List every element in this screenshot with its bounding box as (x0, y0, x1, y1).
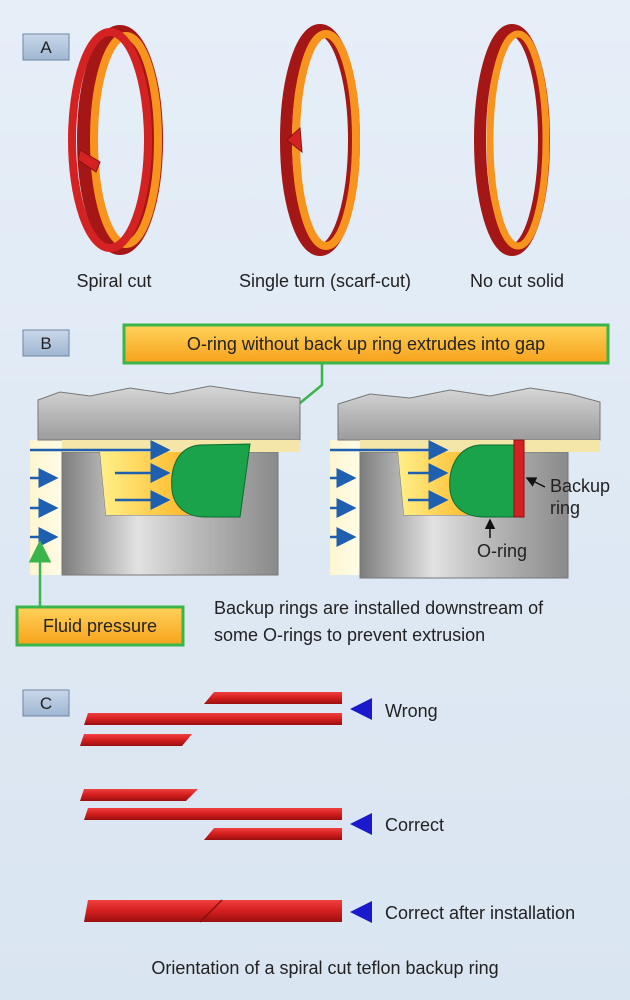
label-oring: O-ring (477, 541, 527, 561)
label-no-cut-solid: No cut solid (470, 271, 564, 291)
label-wrong: Wrong (385, 701, 438, 721)
left-oring-icon (171, 443, 251, 518)
label-backup: Backup (550, 476, 610, 496)
section-c-tag: C (22, 689, 70, 717)
callout-extrusion-text: O-ring without back up ring extrudes int… (187, 334, 545, 354)
section-c-tag-text: C (40, 694, 52, 713)
label-spiral-cut: Spiral cut (76, 271, 151, 291)
marker-wrong-icon (350, 698, 372, 720)
callout-fluid-pressure-text: Fluid pressure (43, 616, 157, 636)
spiral-cut-ring-icon (68, 25, 163, 255)
marker-after-install-icon (350, 901, 372, 923)
callout-fluid-pressure: Fluid pressure (15, 605, 185, 647)
section-b-tag: B (22, 329, 70, 357)
label-correct: Correct (385, 815, 444, 835)
caption-b-line-2: some O-rings to prevent extrusion (214, 625, 485, 645)
section-b: B O-ring without back up ring extrudes i… (15, 323, 610, 647)
caption-b-line-1: Backup rings are installed downstream of (214, 598, 544, 618)
scarf-cut-ring-icon (280, 24, 360, 256)
section-a: A Spiral cut Single turn (scarf-cut) No … (22, 24, 564, 291)
callout-extrusion: O-ring without back up ring extrudes int… (122, 323, 610, 365)
left-assembly (30, 385, 301, 576)
label-scarf-cut: Single turn (scarf-cut) (239, 271, 411, 291)
right-oring-icon (449, 444, 515, 518)
solid-ring-icon (474, 24, 550, 256)
caption-c: Orientation of a spiral cut teflon backu… (151, 958, 498, 978)
backup-ring-icon (513, 439, 525, 518)
right-assembly: Backup ring O-ring (330, 387, 610, 579)
section-c: C Wrong Correct Correct after installati… (22, 689, 575, 978)
strip-after-install (84, 899, 342, 923)
label-backup-ring: ring (550, 498, 580, 518)
strip-wrong (80, 692, 342, 746)
section-b-tag-text: B (40, 334, 51, 353)
marker-correct-icon (350, 813, 372, 835)
strip-correct (80, 789, 342, 840)
label-correct-after-installation: Correct after installation (385, 903, 575, 923)
section-a-tag: A (22, 33, 70, 61)
section-a-tag-text: A (40, 38, 52, 57)
